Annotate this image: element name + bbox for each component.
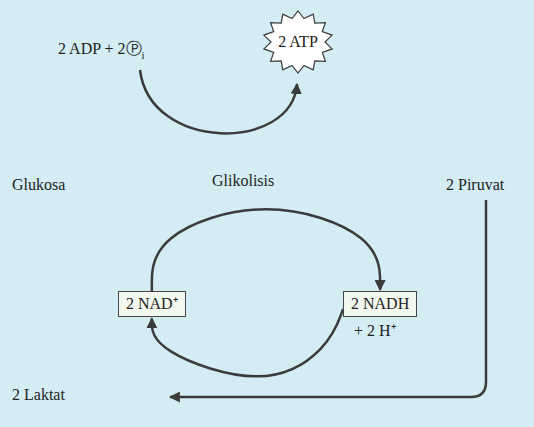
coenzyme-box: 2 NAD⁺ [118,291,186,317]
node-text: 2 NAD⁺ [126,295,178,312]
reactant-label: 2 ADP + 2Ⓟ [58,40,142,58]
atp-starburst: 2 ATP [262,10,334,74]
atp-arrow [140,70,297,133]
lactate-arrow [170,200,486,397]
coenzyme-box: 2 NADH [343,291,417,317]
process-label: Glikolisis [212,172,274,190]
product-label: 2 Piruvat [446,176,504,194]
substrate-label: Glukosa [12,176,65,194]
subscript-label: i [142,49,145,62]
cycle-arrow [152,209,380,291]
cycle-arrow [152,309,343,376]
proton-label: + 2 H⁺ [352,322,398,340]
product-label: 2 Laktat [12,386,65,404]
node-text: 2 ATP [278,33,318,51]
node-text: 2 NADH [351,295,409,312]
